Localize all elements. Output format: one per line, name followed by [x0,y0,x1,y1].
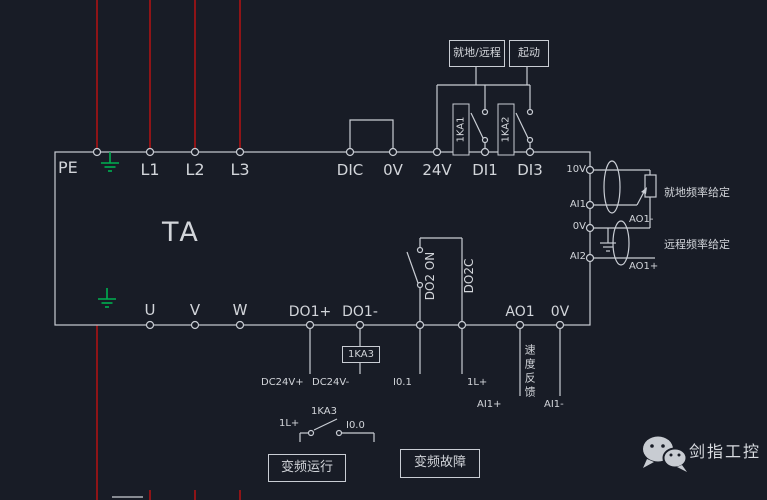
signal-wires [54,65,657,498]
terminal-label-l1: L1 [140,160,160,179]
terminal-label-w: W [232,301,248,319]
terminal-label-pe: PE [58,158,78,177]
relay-contact-1ka3: 1KA3 [311,406,337,417]
terminal-label-0v-bottom: 0V [550,304,570,320]
label-dc24v-minus: DC24V- [312,377,350,388]
relay-tag-1ka2: 1KA2 [497,103,515,156]
label-local-frequency: 就地频率给定 [664,186,730,199]
label-speed-feedback: 速度反馈 [523,344,537,400]
power-lines [96,0,241,500]
potentiometer [644,174,657,198]
wiper-arrow [641,187,647,194]
terminal-label-l2: L2 [185,160,205,179]
label-i0-1: I0.1 [393,377,412,388]
shield-ellipse-1 [603,160,621,214]
terminal-label-di1: DI1 [472,161,498,179]
terminal-label-ao1: AO1 [505,304,535,320]
terminal-label-u: U [144,301,156,319]
label-ao1-minus: AO1- [629,214,654,225]
callout-inverter-run: 变频运行 [268,454,346,482]
terminal-dots [92,147,595,330]
earth-symbols [98,152,119,308]
label-ai1-minus: AI1- [544,399,564,410]
label-remote-frequency: 远程频率给定 [664,238,730,251]
earth-icon-top [101,152,119,172]
callout-local-remote: 就地/远程 [449,40,505,67]
label-ao1-plus: AO1+ [629,261,659,272]
terminal-label-v: V [189,301,201,319]
label-1l-plus-a: 1L+ [467,377,488,388]
terminal-label-do2c: DO2C [462,258,476,294]
watermark-text: 剑指工控 [689,442,762,461]
terminal-label-ai1: AI1 [569,199,586,210]
label-i0-0: I0.0 [346,420,365,431]
terminal-label-0v-top: 0V [383,161,403,179]
label-1l-plus-b: 1L+ [279,418,300,429]
terminal-label-dic: DIC [336,161,364,179]
terminal-label-ai2: AI2 [569,251,586,262]
device-label: TA [162,217,201,248]
earth-icon-bottom [98,288,116,308]
inverter-outline [54,151,591,326]
callout-start: 起动 [509,40,549,67]
label-dc24v-plus: DC24V+ [261,377,304,388]
callout-inverter-fault: 变频故障 [400,449,480,478]
relay-tag-1ka1: 1KA1 [452,103,470,156]
terminal-label-l3: L3 [230,160,250,179]
terminal-label-do1-plus: DO1+ [288,304,332,320]
terminal-label-10v: 10V [566,164,586,175]
wechat-icon [643,436,688,472]
relay-coil-1ka3: 1KA3 [342,346,380,363]
terminal-label-di3: DI3 [517,161,543,179]
terminal-label-do1-minus: DO1- [342,304,378,320]
terminal-label-do2-on: DO2 ON [423,251,437,301]
terminal-label-0v-right: 0V [572,221,586,232]
label-ai1-plus: AI1+ [477,399,502,410]
terminal-label-24v: 24V [422,161,452,179]
